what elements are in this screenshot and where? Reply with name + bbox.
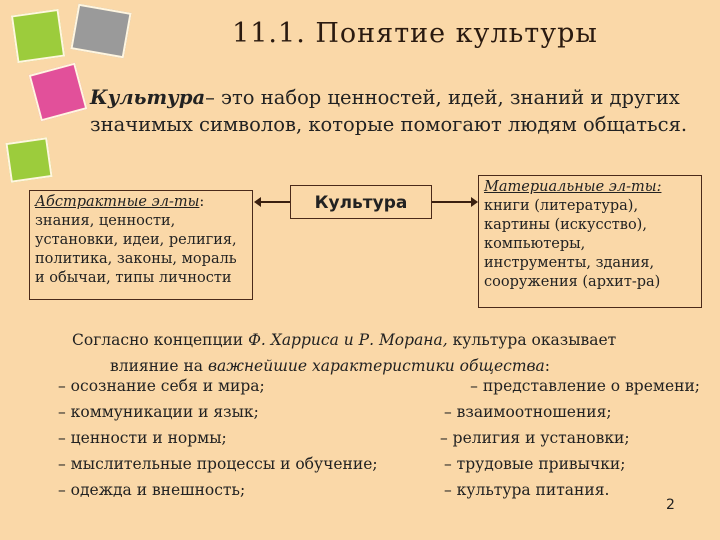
concept-p2: и <box>338 331 359 349</box>
concept-p4: влияние на <box>110 357 208 375</box>
culture-box: Культура <box>290 185 432 219</box>
list-item: – взаимоотношения; <box>444 403 612 421</box>
definition-text: – это набор ценностей, идей, знаний и др… <box>90 86 688 136</box>
shopping-cart-icon <box>10 8 66 64</box>
author-1: Ф. Харриса <box>248 331 339 349</box>
tools-icon <box>70 3 132 59</box>
arrow-right <box>432 201 472 203</box>
material-elements-box: Материальные эл-ты: книги (литература), к… <box>478 175 702 308</box>
material-items: книги (литература), картины (искусство),… <box>484 198 661 290</box>
concept-p1: Согласно концепции <box>72 331 249 349</box>
concept-emphasis: важнейшие характеристики общества <box>207 357 545 375</box>
abstract-heading: Абстрактные эл-ты <box>35 194 200 210</box>
concept-p3: культура оказывает <box>447 331 617 349</box>
abstract-elements-box: Абстрактные эл-ты:знания, ценности, уста… <box>29 190 253 300</box>
arrowhead-right <box>471 197 478 207</box>
list-item: – коммуникации и язык; <box>58 403 259 421</box>
arrowhead-left <box>254 197 261 207</box>
list-item: – ценности и нормы; <box>58 429 227 447</box>
abstract-items: знания, ценности, установки, идеи, религ… <box>35 213 237 286</box>
author-2: Р. Морана, <box>358 331 448 349</box>
list-item: – культура питания. <box>444 481 610 499</box>
left-list: – осознание себя и мира; – коммуникации … <box>58 373 378 503</box>
slide-title: 11.1. Понятие культуры <box>232 18 598 49</box>
right-list: – представление о времени; – взаимоотнош… <box>440 373 700 503</box>
alphabet-icon <box>5 137 53 183</box>
definition-term: Культура <box>90 86 206 109</box>
list-item: – трудовые привычки; <box>444 455 626 473</box>
concept-text: Согласно концепции Ф. Харриса и Р. Моран… <box>72 327 702 379</box>
page-number: 2 <box>666 497 675 513</box>
arrow-left <box>258 201 290 203</box>
list-item: – одежда и внешность; <box>58 481 246 499</box>
concept-p5: : <box>544 357 551 375</box>
list-item: – представление о времени; <box>470 377 700 395</box>
list-item: – мыслительные процессы и обучение; <box>58 455 378 473</box>
material-heading: Материальные эл-ты: <box>484 179 662 195</box>
list-item: – религия и установки; <box>440 429 630 447</box>
flower-icon <box>28 62 88 122</box>
definition: Культура– это набор ценностей, идей, зна… <box>90 84 710 138</box>
list-item: – осознание себя и мира; <box>58 377 265 395</box>
